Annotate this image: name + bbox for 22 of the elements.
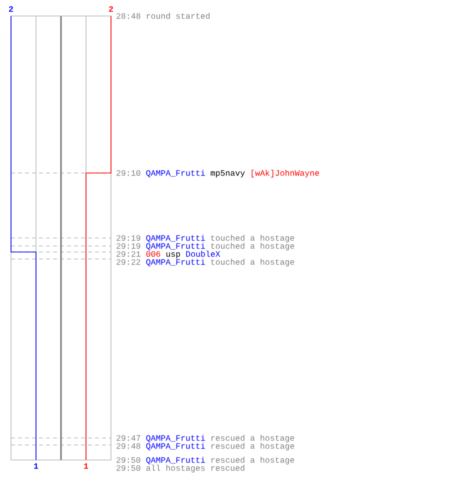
label: 29:21 — [116, 251, 140, 257]
log-entry: 29:47 QAMPA_Frutti rescued a hostage — [116, 434, 294, 442]
player-count: 2 — [109, 6, 113, 12]
player-count: 2 — [9, 6, 13, 12]
log-entry: 29:21 006 usp DoubleX — [116, 250, 220, 258]
label: [wAk]JohnWayne — [252, 170, 320, 178]
log-entry: 29:50 QAMPA_Frutti rescued a hostage — [116, 456, 294, 464]
log-entry: 29:22 QAMPA_Frutti touched a hostage — [116, 258, 294, 266]
label: QAMPA_Frutti — [146, 170, 205, 178]
player-count: 1 — [34, 463, 38, 469]
label: usp — [166, 252, 180, 258]
label: 29:10 — [116, 170, 140, 176]
log-entry: 29:10 QAMPA_Frutti mp5navy [wAk]JohnWayne — [116, 170, 319, 178]
log-entry: 29:19 QAMPA_Frutti touched a hostage — [116, 242, 294, 250]
log-entry: 28:48 round started — [116, 12, 210, 19]
player-count: 1 — [84, 463, 88, 469]
log-entry: 29:19 QAMPA_Frutti touched a hostage — [116, 234, 294, 242]
label: 006 — [146, 251, 160, 257]
label: DoubleX — [186, 250, 220, 257]
log-entry: 29:48 QAMPA_Frutti rescued a hostage — [116, 442, 294, 450]
log-entry: 29:50 all hostages rescued — [116, 464, 244, 472]
label: mp5navy — [210, 170, 245, 178]
